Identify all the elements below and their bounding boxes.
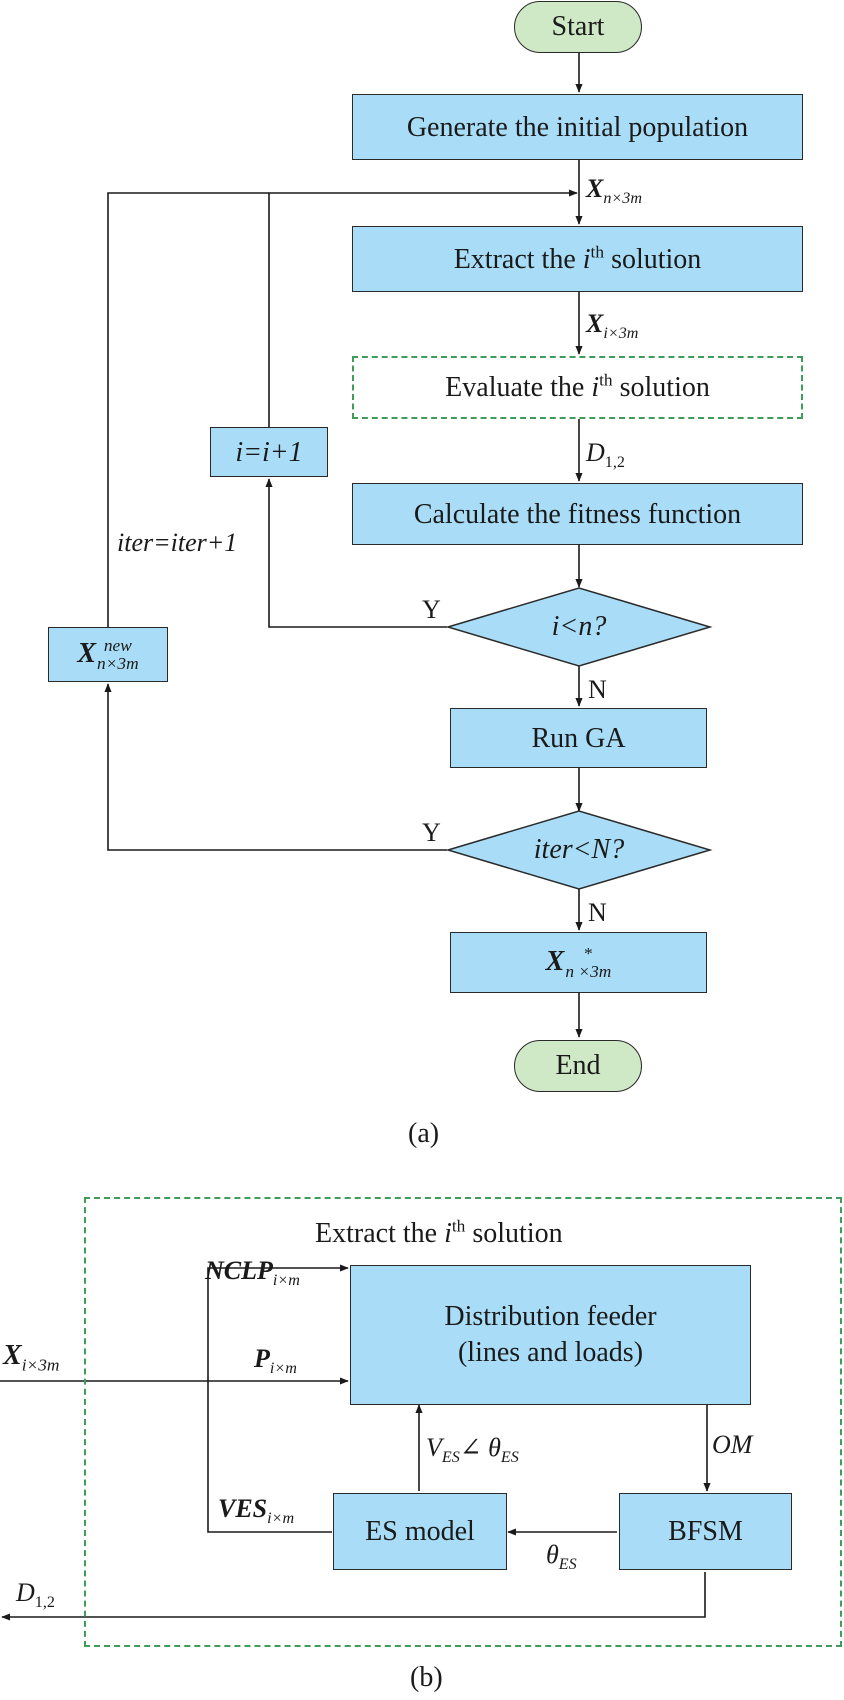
extract-solution-box: Extract the ith solution: [352, 226, 803, 292]
cond2-label: iter<N?: [533, 834, 625, 865]
bfsm-label: BFSM: [668, 1516, 743, 1547]
d12-output-label: D1,2: [16, 1578, 55, 1612]
fitness-label: Calculate the fitness function: [413, 498, 742, 530]
run-ga-box: Run GA: [450, 708, 707, 768]
d12-label: D1,2: [586, 438, 625, 472]
bfsm-box: BFSM: [619, 1493, 792, 1570]
arrow-ves-loop-to-feeder: [207, 1264, 349, 1533]
start-label: Start: [551, 11, 605, 42]
increment-label: i=i+1: [235, 436, 303, 468]
om-label: OM: [712, 1430, 753, 1459]
cond2-label-wrap: iter<N?: [448, 811, 710, 889]
increment-i-box: i=i+1: [210, 427, 328, 477]
run-ga-label: Run GA: [531, 722, 626, 754]
arrow-xnew-to-top: [107, 192, 269, 627]
feeder-label-line2: (lines and loads): [457, 1337, 644, 1368]
arrow-bfsm-d12-out: [1, 1572, 706, 1621]
cond1-label: i<n?: [551, 611, 607, 642]
evaluate-solution-box: Evaluate the ith solution: [352, 356, 803, 419]
x-input-label: Xi×3m: [3, 1340, 60, 1375]
iter-increment-label: iter=iter+1: [117, 528, 238, 557]
extract-label: Extract the ith solution: [453, 242, 702, 275]
ves-angle-label: VES∠ θES: [426, 1433, 519, 1467]
caption-b: (b): [410, 1662, 443, 1693]
cond1-label-wrap: i<n?: [448, 588, 710, 666]
generate-population-box: Generate the initial population: [352, 94, 803, 160]
no1-label: N: [588, 675, 607, 704]
p-label: Pi×m: [254, 1344, 297, 1378]
x-population-label: Xn×3m: [586, 174, 642, 208]
ves-label: VESi×m: [218, 1494, 295, 1528]
es-model-label: ES model: [365, 1516, 475, 1547]
yes1-label: Y: [422, 595, 441, 624]
x-solution-label: Xi×3m: [586, 309, 639, 343]
extract-solution-detail-frame: [84, 1197, 842, 1647]
distribution-feeder-box: Distribution feeder (lines and loads): [350, 1265, 751, 1405]
part-b-title: Extract the ith solution: [315, 1216, 563, 1249]
yes2-label: Y: [422, 818, 441, 847]
end-label: End: [555, 1050, 601, 1081]
evaluate-label: Evaluate the ith solution: [445, 370, 710, 403]
fitness-function-box: Calculate the fitness function: [352, 483, 803, 545]
no2-label: N: [588, 898, 607, 927]
decision-i-less-n: [445, 587, 713, 667]
generate-label: Generate the initial population: [406, 111, 749, 143]
best-solution-label: X*n ×3m: [545, 943, 612, 982]
nclp-label: NCLPi×m: [205, 1256, 300, 1290]
es-model-box: ES model: [333, 1493, 507, 1570]
theta-es-label: θES: [546, 1540, 577, 1574]
feeder-label-line1: Distribution feeder: [444, 1300, 657, 1332]
arrow-cond2-yes: [104, 683, 447, 851]
start-terminal: Start: [514, 1, 642, 53]
decision-iter-less-N: [445, 810, 713, 890]
best-solution-box: X*n ×3m: [450, 932, 707, 993]
end-terminal: End: [514, 1040, 642, 1092]
caption-a: (a): [408, 1118, 440, 1149]
arrow-cond1-yes: [265, 478, 447, 628]
